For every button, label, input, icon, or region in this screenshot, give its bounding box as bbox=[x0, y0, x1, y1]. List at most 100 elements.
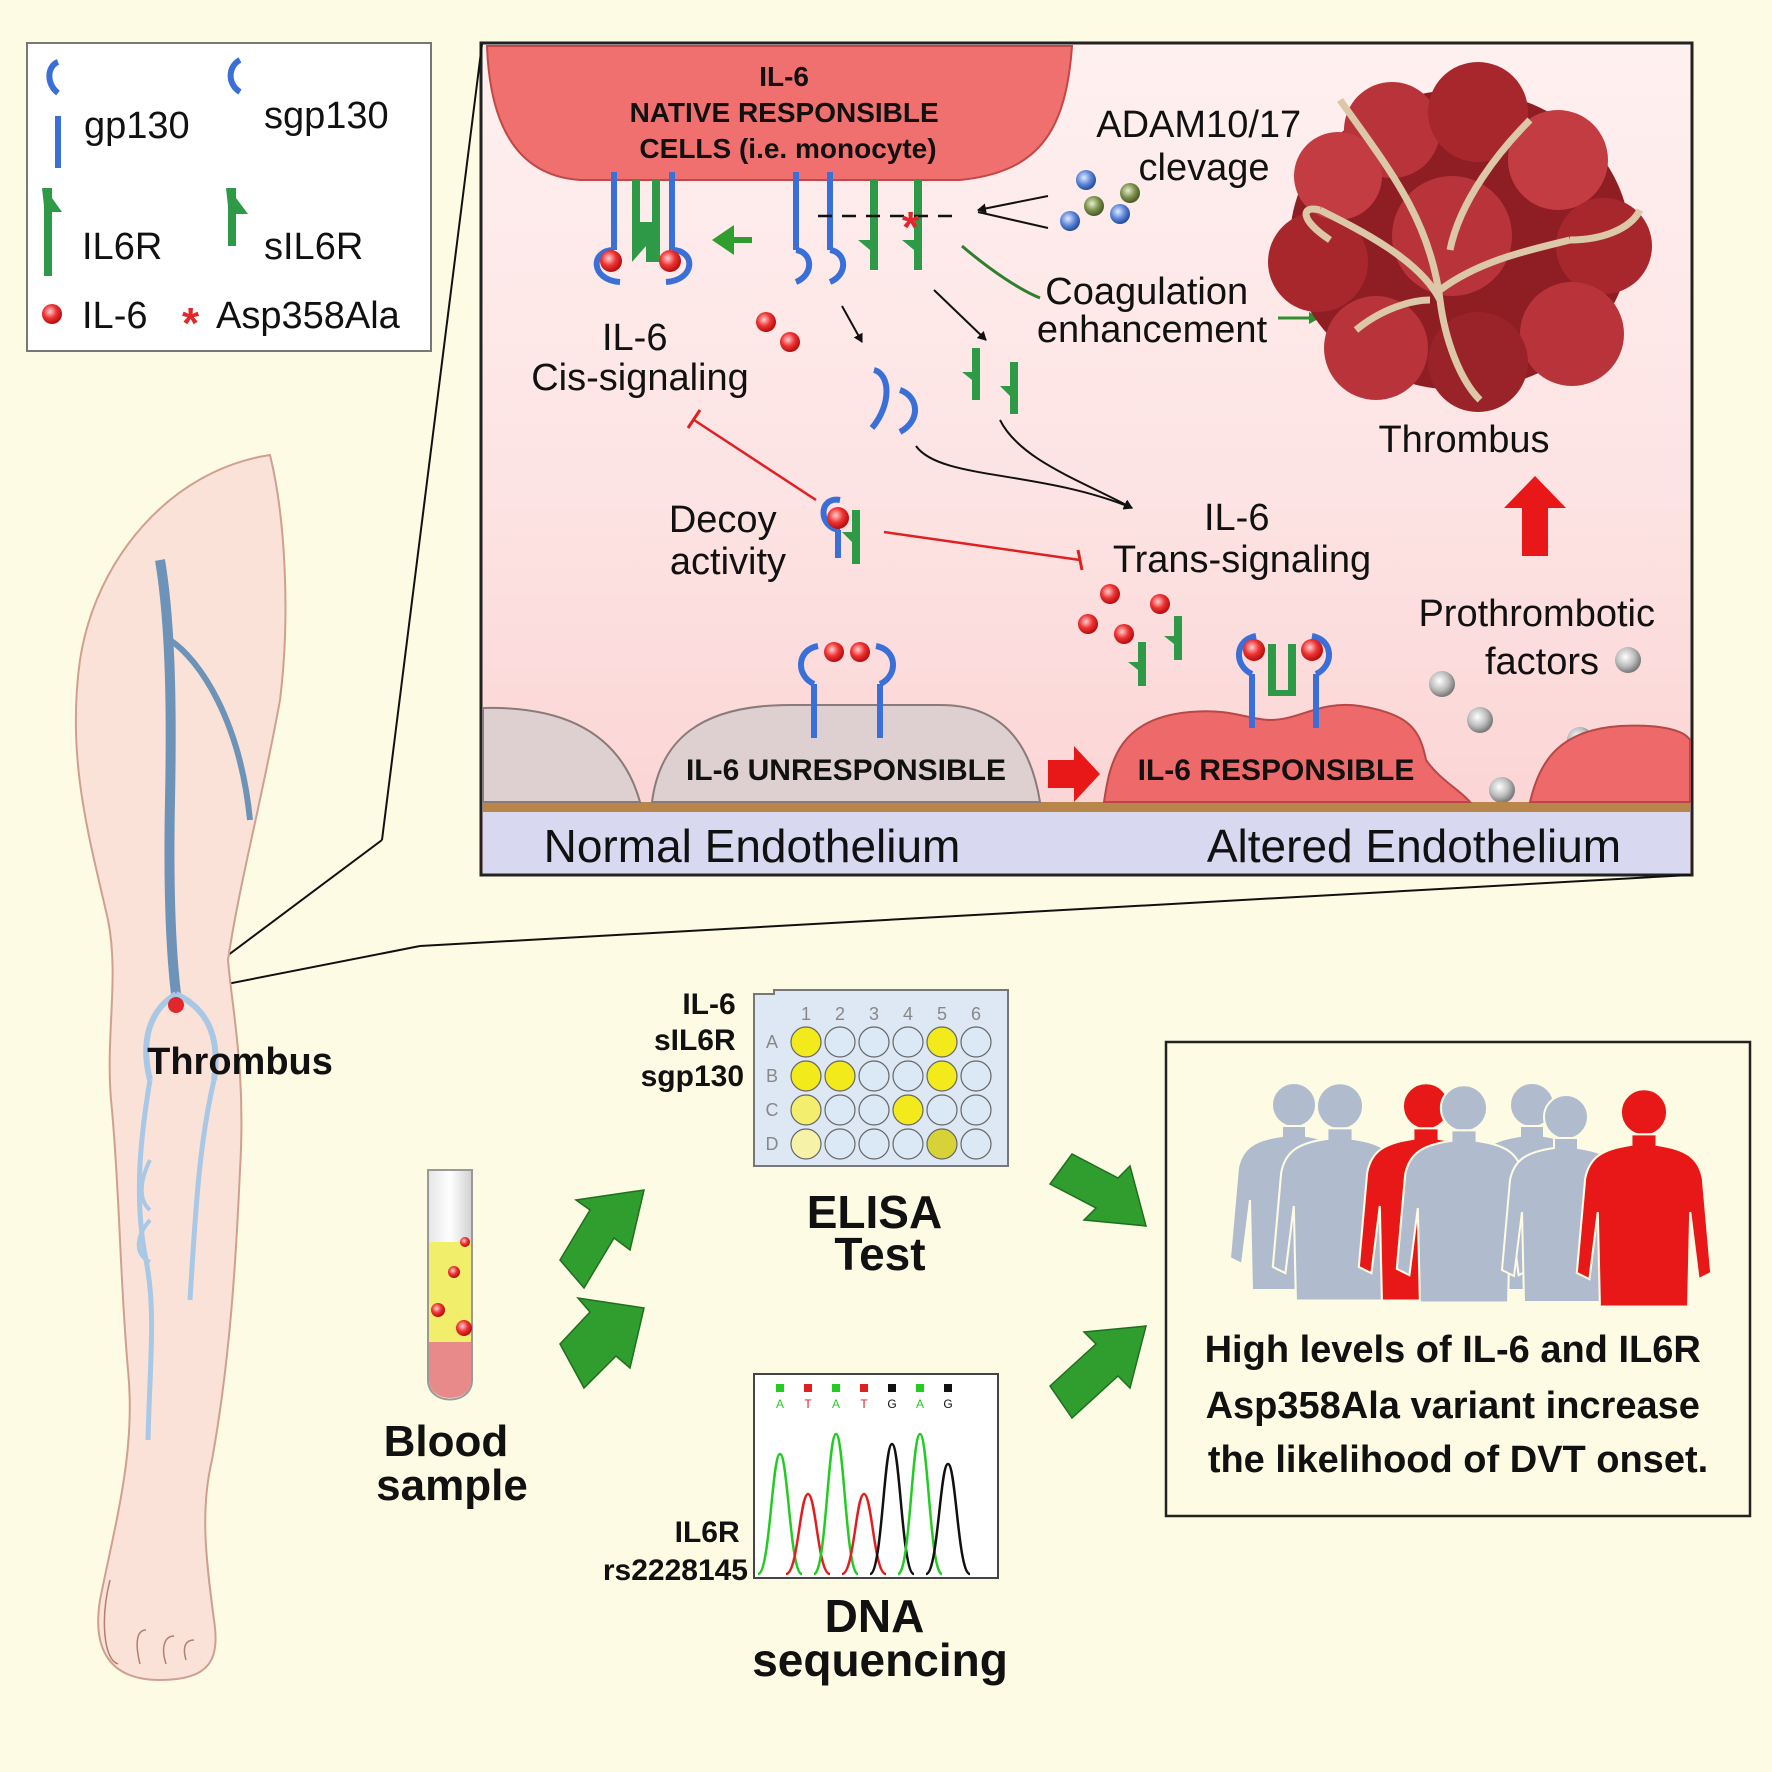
base-call-marker bbox=[776, 1384, 784, 1392]
basement-membrane bbox=[483, 802, 1690, 812]
plate-row-label: A bbox=[766, 1032, 778, 1052]
sil6r-icon bbox=[226, 188, 248, 246]
blood-sample-label: Blood sample bbox=[376, 1417, 528, 1510]
plate-well bbox=[824, 1026, 856, 1058]
plate-well bbox=[892, 1094, 924, 1126]
panel-thrombus-label: Thrombus bbox=[1378, 419, 1549, 461]
plate-well bbox=[926, 1094, 958, 1126]
plate-col-label: 3 bbox=[869, 1004, 879, 1024]
chromatogram-peak bbox=[896, 1432, 944, 1576]
cis-signaling-complex bbox=[593, 172, 693, 285]
plate-well bbox=[824, 1060, 856, 1092]
responsive-cell bbox=[1102, 703, 1473, 803]
plate-well bbox=[790, 1026, 822, 1058]
normal-endothelium-label: Normal Endothelium bbox=[544, 820, 961, 872]
conclusion-box: High levels of IL-6 and IL6R Asp358Ala v… bbox=[1164, 1040, 1752, 1518]
mechanism-panel: IL-6 NATIVE RESPONSIBLE CELLS (i.e. mono… bbox=[479, 41, 1694, 877]
plate-col-label: 6 bbox=[971, 1004, 981, 1024]
endothelium-base bbox=[483, 806, 1690, 873]
base-call-letter: A bbox=[776, 1397, 784, 1411]
base-call-marker bbox=[888, 1384, 896, 1392]
plate-well bbox=[824, 1094, 856, 1126]
chromatogram-peak bbox=[924, 1462, 972, 1576]
adam-label: ADAM10/17 clevage bbox=[1096, 104, 1311, 189]
elisa-title: ELISA Test bbox=[807, 1186, 954, 1280]
base-call-letter: G bbox=[943, 1397, 952, 1411]
responsible-label: IL-6 RESPONSIBLE bbox=[1138, 754, 1415, 787]
plate-col-label: 2 bbox=[835, 1004, 845, 1024]
trans-arrow-2 bbox=[999, 419, 1133, 509]
plate-row-label: C bbox=[766, 1100, 779, 1120]
sgp130-pair-icon bbox=[869, 367, 918, 435]
base-call-letter: T bbox=[860, 1397, 868, 1411]
il6-ball-icon bbox=[756, 312, 776, 332]
legend-il6-label: IL-6 bbox=[82, 295, 147, 337]
unresponsive-cell-left bbox=[482, 706, 642, 803]
plate-well bbox=[790, 1128, 822, 1160]
zoom-line-right bbox=[419, 874, 1691, 947]
base-call-marker bbox=[832, 1384, 840, 1392]
plate-well bbox=[892, 1026, 924, 1058]
base-call-marker bbox=[860, 1384, 868, 1392]
plate-row-label: D bbox=[766, 1134, 779, 1154]
base-call-marker bbox=[916, 1384, 924, 1392]
plate-well bbox=[892, 1060, 924, 1092]
plate-well bbox=[790, 1060, 822, 1092]
adam-enzymes-icon bbox=[1060, 170, 1140, 231]
asterisk-icon: * bbox=[182, 299, 200, 348]
membrane-receptors bbox=[793, 172, 922, 285]
trans-signaling-label: IL-6 Trans-signaling bbox=[1113, 497, 1371, 581]
inhibit-trans-line bbox=[883, 530, 1081, 562]
chromatogram-peak bbox=[756, 1452, 804, 1576]
plate-well bbox=[926, 1060, 958, 1092]
base-call-marker bbox=[944, 1384, 952, 1392]
cis-signaling-label: IL-6 Cis-signaling bbox=[531, 317, 749, 399]
legend-variant-label: Asp358Ala bbox=[216, 295, 401, 337]
inhibit-bar bbox=[686, 409, 702, 429]
legend-sgp130-label: sgp130 bbox=[264, 95, 389, 137]
plate-well bbox=[892, 1128, 924, 1160]
plate-well bbox=[960, 1094, 992, 1126]
plate-well bbox=[858, 1026, 890, 1058]
arrow-to-sil6r bbox=[933, 289, 987, 341]
coagulation-curve bbox=[961, 244, 1041, 300]
leg-thrombus-label: Thrombus bbox=[147, 1041, 333, 1083]
base-call-marker bbox=[804, 1384, 812, 1392]
arrow-to-sgp130 bbox=[841, 305, 863, 343]
unresponsible-label: IL-6 UNRESPONSIBLE bbox=[686, 754, 1006, 787]
chromatogram-peak bbox=[812, 1432, 860, 1576]
blood-tube-icon bbox=[427, 1169, 473, 1401]
gp130-unresponsive-icon bbox=[798, 642, 896, 738]
native-cell-shape bbox=[485, 45, 1074, 181]
legend-il6r-label: IL6R bbox=[82, 226, 162, 268]
unresponsive-cell bbox=[650, 704, 1042, 803]
trans-complex-icon bbox=[1236, 633, 1332, 728]
base-call-letter: A bbox=[916, 1397, 924, 1411]
sgp130-icon bbox=[227, 57, 242, 95]
plate-well bbox=[858, 1094, 890, 1126]
plate-well bbox=[858, 1060, 890, 1092]
conclusion-text: High levels of IL-6 and IL6R Asp358Ala v… bbox=[1205, 1329, 1712, 1481]
inhibit-cis-line bbox=[693, 418, 817, 502]
gp130-icon bbox=[46, 59, 61, 168]
il6r-icon bbox=[42, 188, 62, 276]
green-arrow-icon bbox=[1048, 1153, 1148, 1227]
base-call-letter: T bbox=[804, 1397, 812, 1411]
plate-well bbox=[926, 1128, 958, 1160]
plate-col-label: 5 bbox=[937, 1004, 947, 1024]
green-arrow-icon bbox=[1049, 1325, 1147, 1420]
plate-well bbox=[790, 1094, 822, 1126]
plate-well bbox=[960, 1026, 992, 1058]
responsive-cell-right bbox=[1528, 724, 1691, 803]
plate-col-label: 1 bbox=[801, 1004, 811, 1024]
zoom-line-top bbox=[381, 43, 483, 841]
altered-endothelium-label: Altered Endothelium bbox=[1207, 820, 1621, 872]
decoy-complex-icon bbox=[820, 496, 860, 564]
legend-sil6r-label: sIL6R bbox=[264, 226, 363, 268]
red-arrow-up-icon bbox=[1504, 476, 1566, 556]
adam-arrows bbox=[978, 195, 1049, 229]
legend-box: gp130 sgp130 IL6R sIL6R IL-6 * Asp358Ala bbox=[26, 42, 432, 352]
plate-well bbox=[926, 1026, 958, 1058]
